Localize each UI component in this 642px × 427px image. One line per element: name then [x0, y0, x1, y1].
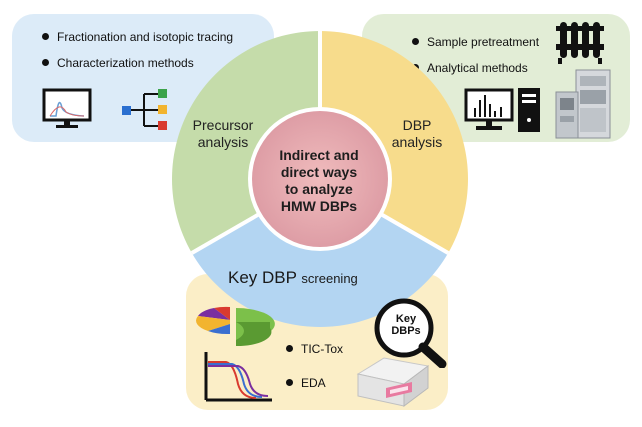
- sample-pretreatment-item: Sample pretreatment: [412, 35, 539, 49]
- tree-diagram-icon: [122, 89, 167, 130]
- tic-tox-item: TIC-Tox: [286, 342, 343, 356]
- key-screening-segment: [191, 179, 449, 327]
- printer-icon: [356, 357, 430, 407]
- pie-chart-icon: [196, 306, 275, 347]
- characterization-item: Characterization methods: [42, 56, 194, 70]
- ring-diagram: [172, 31, 468, 327]
- key-dbps-lens-label: Key DBPs: [391, 313, 421, 337]
- analytical-methods-item: Analytical methods: [412, 61, 528, 75]
- curve-chart-icon: [204, 352, 272, 402]
- center-circle: [252, 111, 388, 247]
- monitor-chart-icon: [42, 88, 92, 128]
- key-dbp-screening-label: Key DBP screening: [228, 268, 358, 287]
- eda-item: EDA: [286, 376, 326, 390]
- magnifier-icon: [374, 298, 447, 368]
- precursor-analysis-label: Precursor analysis: [192, 117, 254, 150]
- center-label: Indirect and direct ways to analyze HMW …: [279, 147, 359, 214]
- instrument-icon: [555, 69, 611, 139]
- dbp-analysis-label: DBP analysis: [391, 117, 443, 150]
- test-tubes-icon: [556, 22, 604, 64]
- fractionation-item: Fractionation and isotopic tracing: [42, 30, 233, 44]
- computer-icon: [464, 88, 540, 132]
